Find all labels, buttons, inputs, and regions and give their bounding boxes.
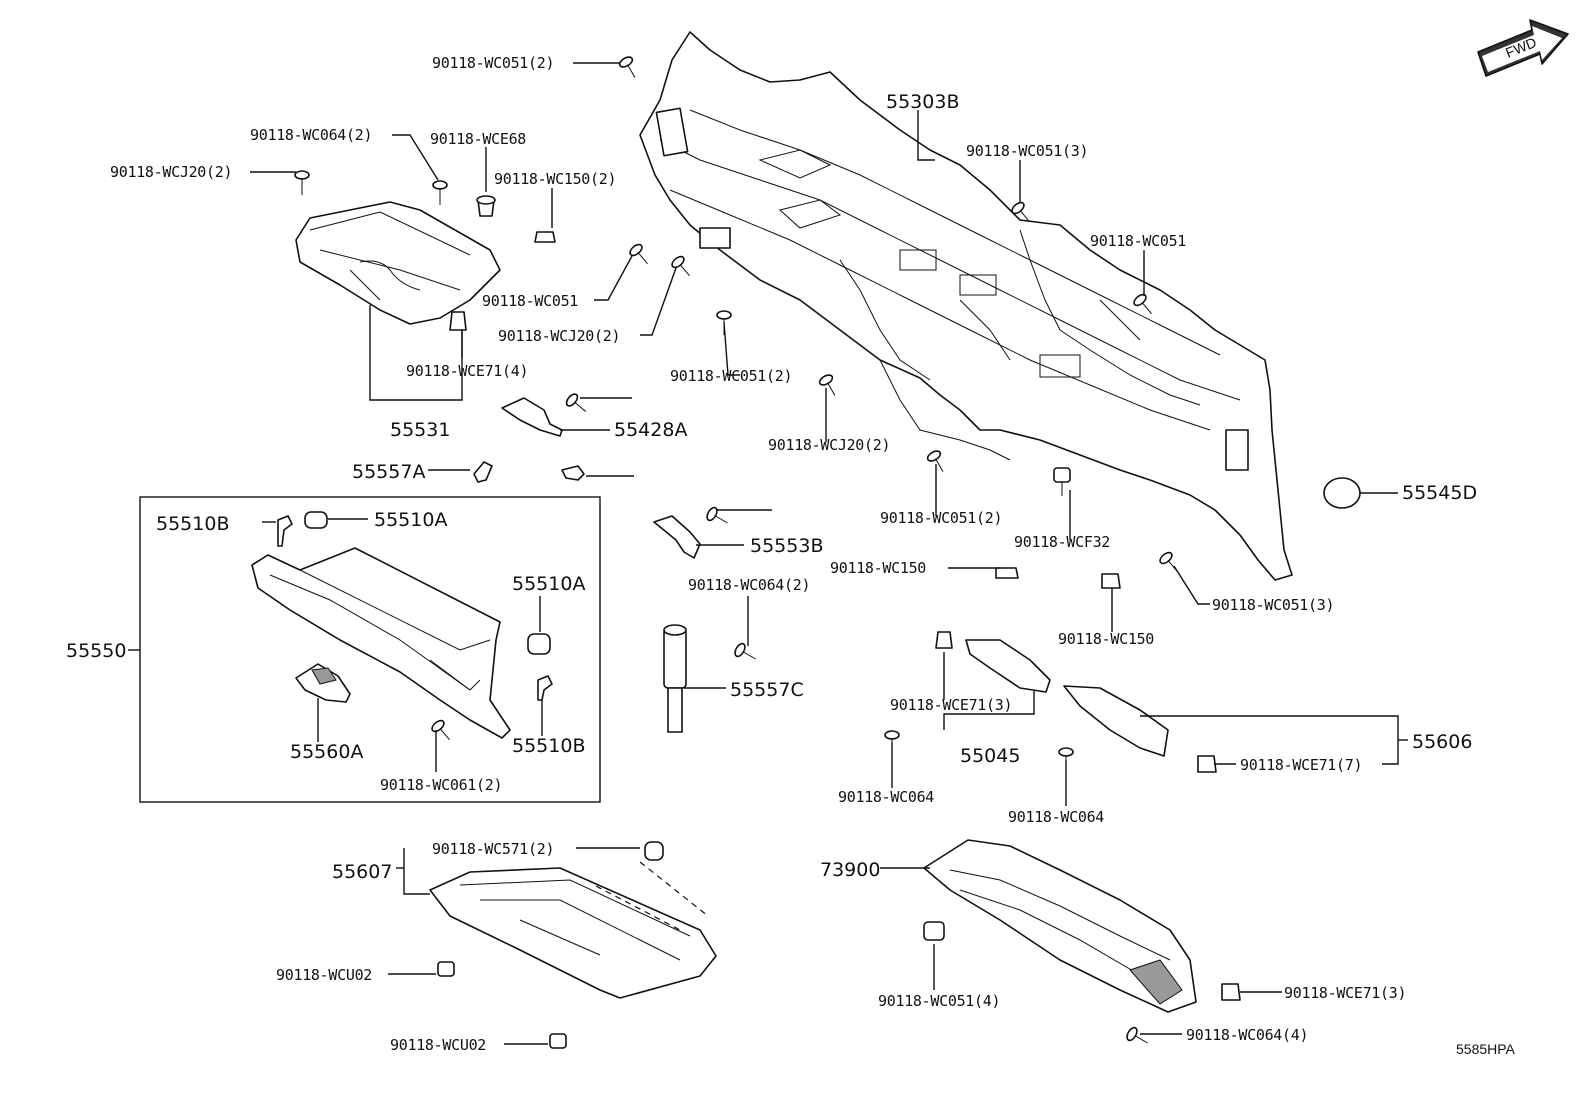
label-l8: 90118-WC051 — [1090, 232, 1186, 250]
clip-icon — [995, 567, 1019, 579]
glove-box-stopper — [277, 515, 553, 701]
label-l7: 90118-WC150(2) — [494, 170, 616, 188]
screw-icon — [431, 719, 450, 741]
screw-icon — [618, 56, 636, 78]
clip-small — [561, 465, 585, 481]
screw-icon — [671, 255, 690, 277]
clip-icon — [1221, 983, 1241, 1001]
label-l18: 55510B — [156, 513, 229, 535]
label-l13: 55531 — [390, 419, 450, 441]
bolt-icon — [437, 961, 455, 977]
clip-icon — [449, 311, 467, 331]
label-l22: 55553B — [750, 535, 823, 557]
label-l36: 90118-WC061(2) — [380, 776, 502, 794]
label-l28: 90118-WC150 — [1058, 630, 1154, 648]
label-l17: 55545D — [1402, 482, 1477, 504]
screw-icon — [926, 450, 944, 472]
label-l37: 90118-WC064 — [838, 788, 934, 806]
bracket-55428a — [501, 397, 563, 437]
label-l14: 55428A — [614, 419, 687, 441]
bracket-55606 — [1063, 685, 1169, 757]
glove-box-damper — [304, 511, 551, 655]
glove-box-upper-panel — [295, 201, 501, 325]
bolt-icon — [923, 921, 945, 941]
screw-icon — [1133, 293, 1152, 315]
label-l3: 90118-WC064(2) — [250, 126, 372, 144]
label-l35: 90118-WCE71(7) — [1240, 756, 1362, 774]
lower-cover-55607 — [429, 841, 717, 999]
bracket-55045 — [965, 639, 1051, 693]
label-l44: 90118-WCE71(3) — [1284, 984, 1406, 1002]
instrument-panel-reinforcement — [639, 31, 1293, 581]
label-l30: 90118-WCE71(3) — [890, 696, 1012, 714]
screw-icon — [818, 374, 836, 396]
bolt-icon — [1053, 467, 1071, 496]
label-l1: 90118-WC051(2) — [432, 54, 554, 72]
clip-icon — [1197, 755, 1217, 773]
diagram-code: 5585HPA — [1456, 1041, 1516, 1057]
glove-box-lock — [295, 663, 351, 703]
lower-cover-73900 — [923, 839, 1197, 1013]
fwd-arrow-icon: FWD — [1477, 19, 1569, 77]
label-l34: 55045 — [960, 745, 1020, 767]
label-l5: 90118-WC051(3) — [966, 142, 1088, 160]
label-l15: 90118-WCJ20(2) — [768, 436, 890, 454]
clip-icon — [935, 631, 953, 649]
label-l20: 90118-WC051(2) — [880, 509, 1002, 527]
label-l21: 90118-WCF32 — [1014, 533, 1110, 551]
screw-icon — [294, 170, 310, 195]
label-l43: 90118-WC051(4) — [878, 992, 1000, 1010]
label-l6: 90118-WCJ20(2) — [110, 163, 232, 181]
screw-icon — [1011, 201, 1030, 223]
screw-icon — [565, 393, 587, 412]
label-l10: 90118-WCJ20(2) — [498, 327, 620, 345]
clip-icon — [1101, 573, 1121, 589]
screw-icon — [706, 506, 728, 524]
label-l33: 55510B — [512, 735, 585, 757]
part-labels: 90118-WC051(2) 55303B 90118-WC064(2) 901… — [66, 54, 1516, 1057]
label-l19: 55510A — [374, 509, 447, 531]
screw-icon — [629, 243, 648, 265]
glove-box-door — [251, 547, 511, 739]
fastener-icons — [294, 56, 1241, 1049]
screw-icon — [716, 310, 732, 335]
label-l38: 90118-WC064 — [1008, 808, 1104, 826]
clip-icon — [476, 195, 496, 217]
bolt-icon — [549, 1033, 567, 1049]
label-l42: 90118-WCU02 — [276, 966, 372, 984]
label-l41: 73900 — [820, 859, 880, 881]
label-l12: 90118-WC051(2) — [670, 367, 792, 385]
clip-55557a — [473, 461, 493, 483]
label-l11: 90118-WCE71(4) — [406, 362, 528, 380]
label-l4: 90118-WCE68 — [430, 130, 526, 148]
clip-icon — [534, 231, 556, 243]
label-l46: 90118-WCU02 — [390, 1036, 486, 1054]
label-l45: 90118-WC064(4) — [1186, 1026, 1308, 1044]
leader-lines — [128, 62, 1408, 1045]
label-l27: 55550 — [66, 640, 126, 662]
label-l16: 55557A — [352, 461, 425, 483]
label-l39: 90118-WC571(2) — [432, 840, 554, 858]
label-l32: 55560A — [290, 741, 363, 763]
glove-box-damper-rod — [663, 624, 687, 733]
screw-icon — [1159, 551, 1178, 573]
bracket-55553b — [653, 515, 701, 559]
label-l40: 55607 — [332, 861, 392, 883]
label-l9: 90118-WC051 — [482, 292, 578, 310]
label-l29: 55557C — [730, 679, 804, 701]
label-l31: 55606 — [1412, 731, 1472, 753]
screw-icon — [1126, 1026, 1148, 1044]
label-l23: 90118-WC150 — [830, 559, 926, 577]
label-l24: 55510A — [512, 573, 585, 595]
label-l25: 90118-WC064(2) — [688, 576, 810, 594]
label-l26: 90118-WC051(3) — [1212, 596, 1334, 614]
screw-icon — [432, 180, 448, 205]
cap-55545d — [1323, 477, 1361, 509]
screw-icon — [734, 642, 756, 660]
label-l2: 55303B — [886, 91, 959, 113]
